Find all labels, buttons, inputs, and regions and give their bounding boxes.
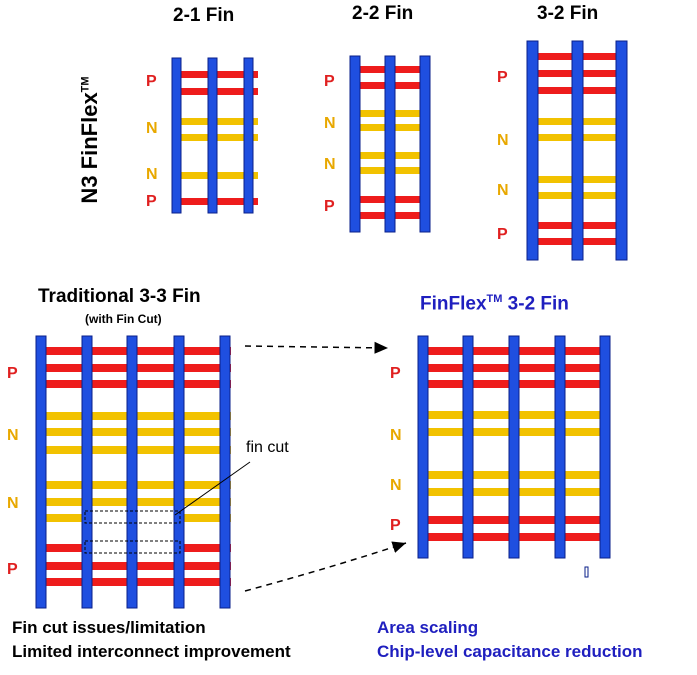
cell-finflex-3-2-fin <box>417 335 611 578</box>
small-mark <box>584 566 589 578</box>
gate <box>171 57 182 214</box>
footer-capacitance-reduction: Chip-level capacitance reduction <box>377 642 643 661</box>
gate <box>526 40 539 261</box>
gate <box>126 335 138 609</box>
footer-limited-interconnect: Limited interconnect improvement <box>12 642 291 661</box>
label-p: P <box>497 226 508 243</box>
fin-cut-annotation: fin cut <box>246 439 289 456</box>
label-n: N <box>497 182 509 199</box>
label-n: N <box>390 477 402 494</box>
fin-cut-box <box>84 540 181 554</box>
cell-traditional-3-3-fin <box>35 335 251 609</box>
label-n: N <box>324 156 336 173</box>
title-traditional-3-3-fin: Traditional 3-3 Fin <box>38 286 201 307</box>
label-p: P <box>390 517 401 534</box>
gate <box>243 57 254 214</box>
label-n: N <box>497 132 509 149</box>
subtitle-with-fin-cut: (with Fin Cut) <box>85 312 162 326</box>
label-p: P <box>7 365 18 382</box>
arrow-to-finflex-bottom <box>244 541 407 592</box>
label-p: P <box>390 365 401 382</box>
label-p: P <box>324 73 335 90</box>
cell-2-2-fin <box>349 55 431 233</box>
side-title: N3 FinFlexTM <box>77 76 102 204</box>
label-p: P <box>497 69 508 86</box>
footer-fin-cut-issues: Fin cut issues/limitation <box>12 618 206 637</box>
gate <box>554 335 566 559</box>
gate <box>462 335 474 559</box>
cell-2-1-fin <box>171 57 258 214</box>
label-n: N <box>146 120 158 137</box>
gate <box>615 40 628 261</box>
footer-area-scaling: Area scaling <box>377 618 479 637</box>
title-finflex-3-2-fin: FinFlexTM 3-2 Fin <box>420 293 569 315</box>
gate <box>207 57 218 214</box>
label-n: N <box>7 427 19 444</box>
label-n: N <box>390 427 402 444</box>
gate <box>349 55 361 233</box>
gate <box>219 335 231 609</box>
gate <box>81 335 93 609</box>
label-p: P <box>324 198 335 215</box>
label-p: P <box>7 561 18 578</box>
gate <box>571 40 584 261</box>
gate <box>417 335 429 559</box>
gate <box>173 335 185 609</box>
gate <box>384 55 396 233</box>
title-2-1-fin: 2-1 Fin <box>173 5 235 26</box>
title-3-2-fin: 3-2 Fin <box>537 3 599 24</box>
label-n: N <box>324 115 336 132</box>
label-n: N <box>7 495 19 512</box>
fin-cut-box <box>84 510 181 524</box>
gate <box>508 335 520 559</box>
label-n: N <box>146 166 158 183</box>
arrow-to-finflex-top <box>244 341 389 354</box>
label-p: P <box>146 73 157 90</box>
gate <box>599 335 611 559</box>
label-p: P <box>146 193 157 210</box>
gate <box>419 55 431 233</box>
fin-cut-leader <box>174 461 251 516</box>
cell-3-2-fin <box>526 40 628 261</box>
title-2-2-fin: 2-2 Fin <box>352 3 414 24</box>
gate <box>35 335 47 609</box>
